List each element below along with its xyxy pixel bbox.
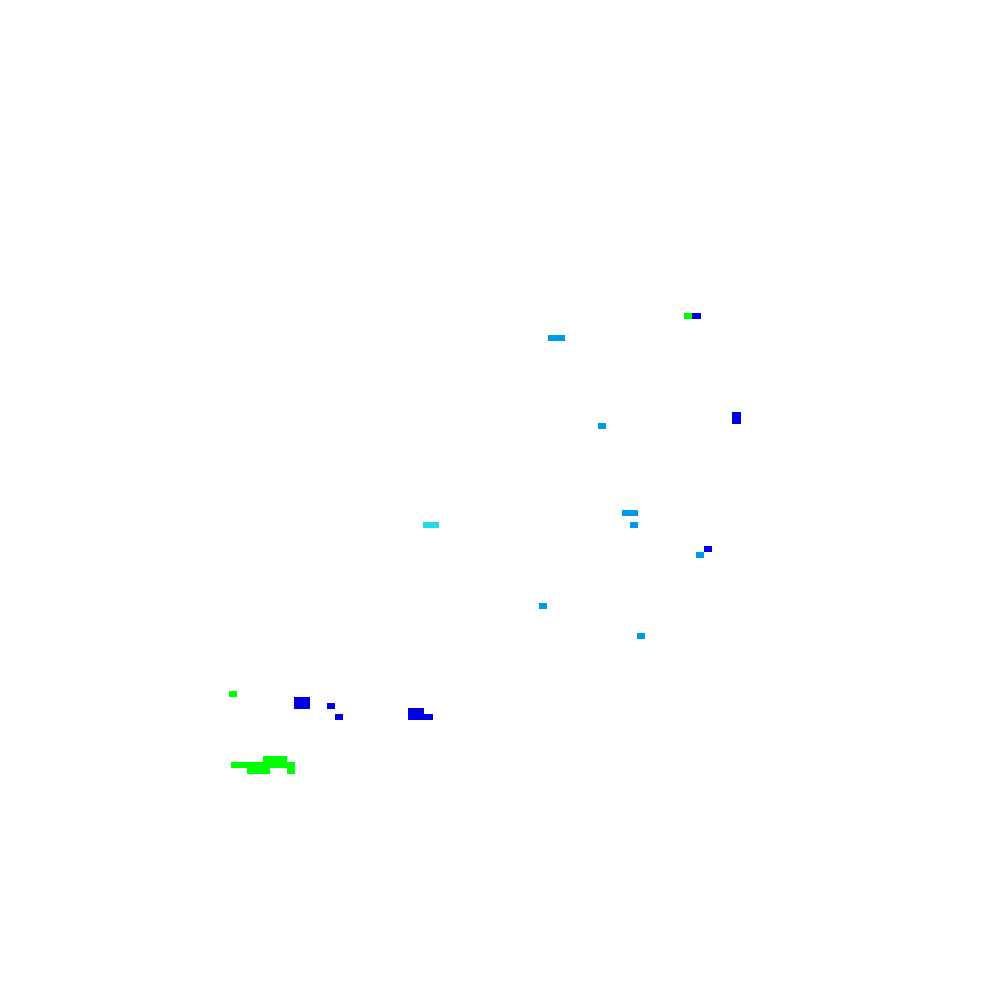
color-fragment-blue — [408, 708, 424, 720]
color-fragment-light-blue — [548, 335, 565, 341]
color-fragment-green — [263, 768, 270, 774]
color-fragment-light-blue — [598, 423, 606, 429]
color-fragment-light-blue — [630, 522, 638, 528]
color-fragment-light-blue — [696, 552, 704, 558]
color-fragment-blue — [335, 714, 343, 720]
color-fragment-light-blue — [637, 633, 645, 639]
color-fragment-green — [287, 762, 295, 774]
color-fragment-green — [247, 762, 263, 774]
color-fragment-green — [229, 691, 237, 697]
color-fragment-light-blue — [539, 603, 547, 609]
color-fragment-green — [263, 756, 287, 768]
color-fragment-blue — [294, 697, 310, 709]
color-fragment-blue — [692, 313, 701, 319]
color-fragment-green — [231, 762, 248, 768]
color-fragment-cyan — [423, 522, 439, 528]
color-fragment-blue — [327, 703, 335, 709]
color-fragment-green — [684, 313, 692, 319]
color-fragment-blue — [732, 412, 741, 424]
fragment-group — [229, 313, 741, 774]
color-fragment-blue — [424, 714, 433, 720]
color-fragment-blue — [704, 546, 712, 552]
color-fragment-light-blue — [622, 510, 638, 516]
